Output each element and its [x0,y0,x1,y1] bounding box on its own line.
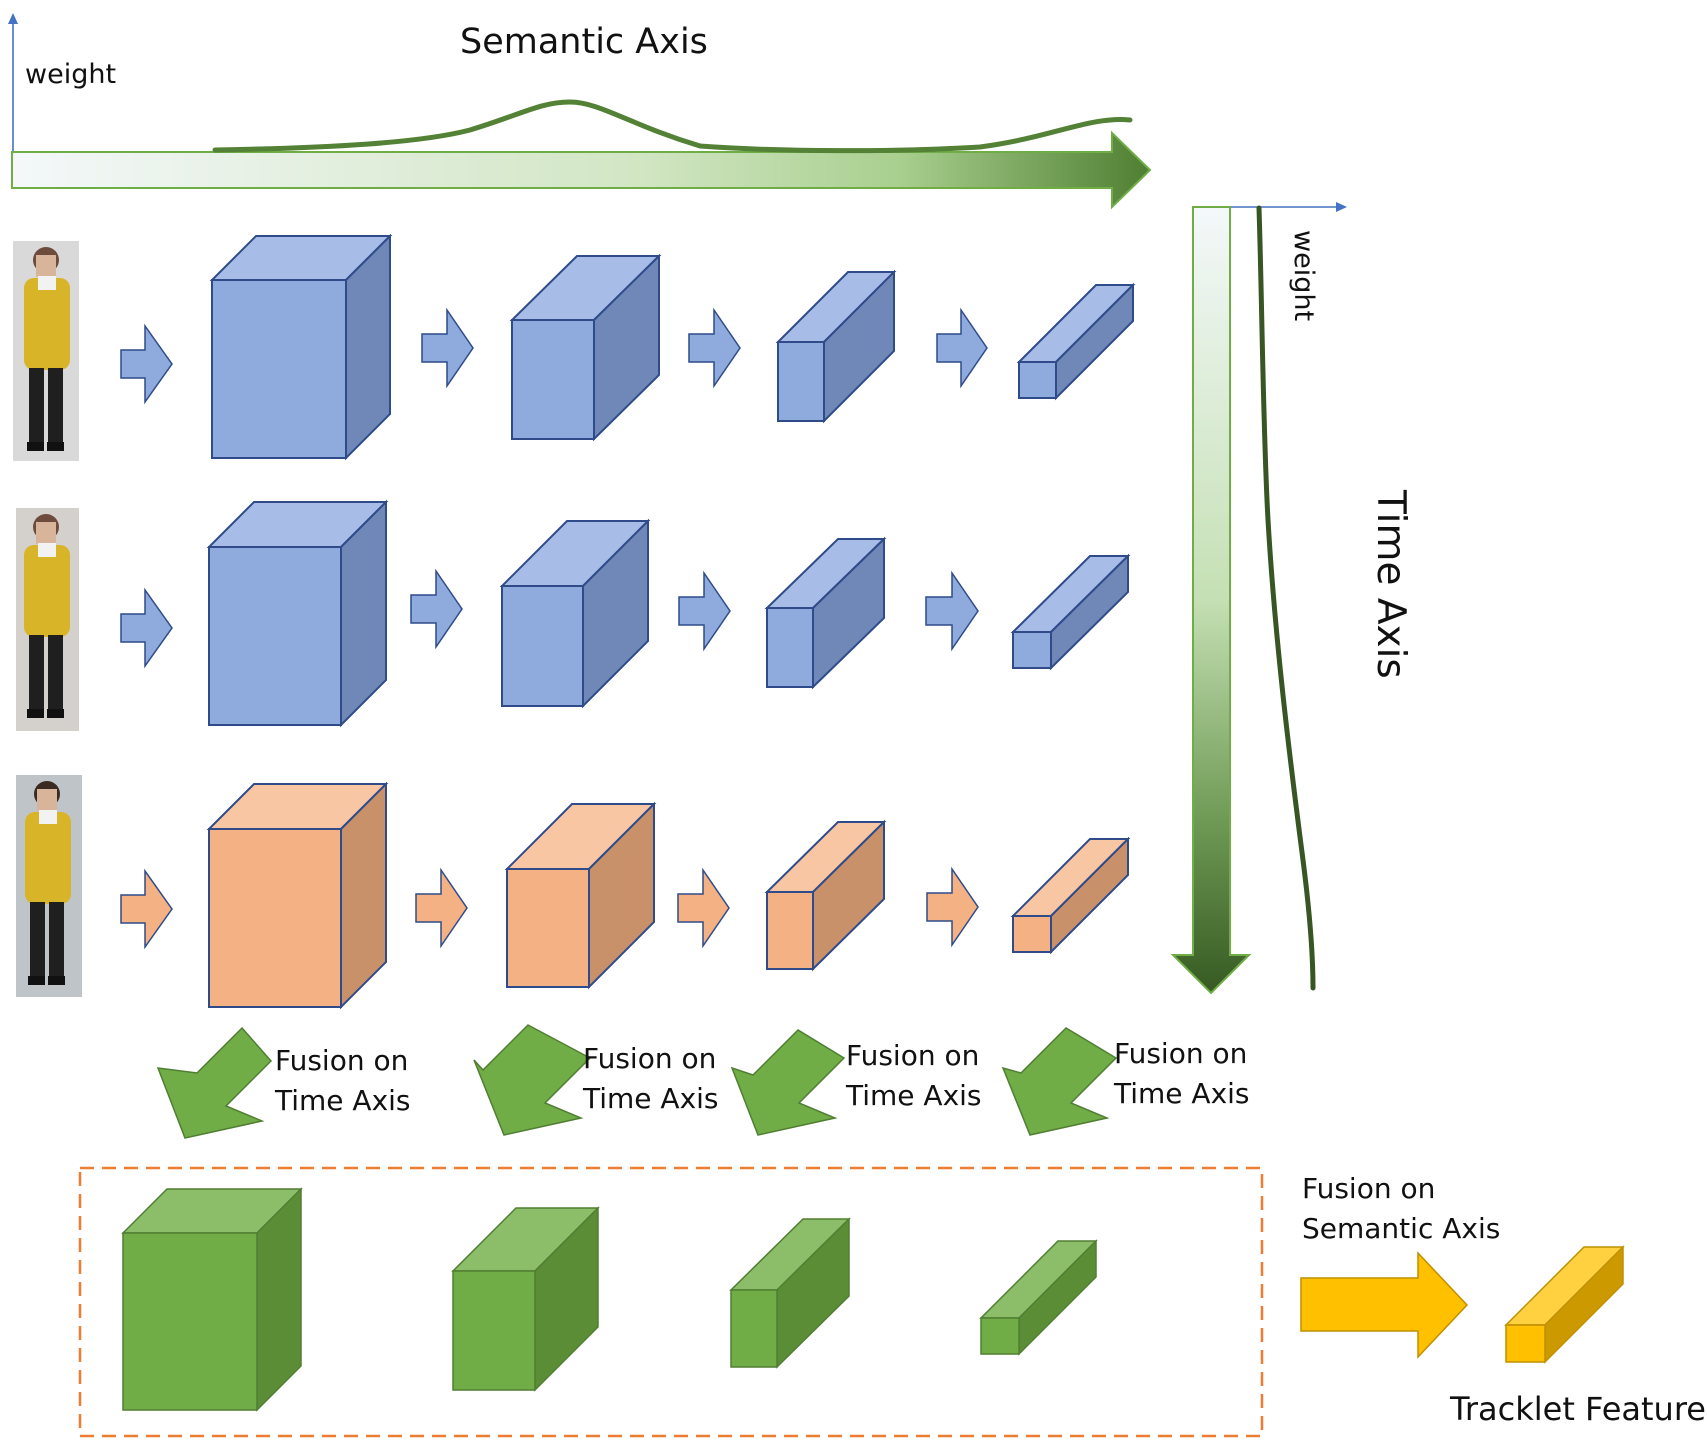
semantic-fusion: Fusion on Semantic Axis Tracklet Feature [1300,1172,1706,1428]
tracklet-feature-block [1504,1245,1625,1364]
feature-block-tiny [1010,836,1131,955]
frame-row [13,233,1136,461]
flow-arrow [120,323,173,405]
fusion-time-label: Fusion on [846,1039,979,1072]
time-weight-label: weight [1288,230,1319,321]
semantic-fusion-arrow [1300,1251,1469,1359]
fusion-time-label: Time Axis [274,1084,411,1117]
flow-arrow [677,867,730,949]
fused-block-small [729,1217,851,1369]
semantic-axis-arrow [11,130,1152,210]
feature-block-tiny [1016,282,1136,401]
fusion-time-label: Fusion on [275,1044,408,1077]
semantic-weight-label: weight [25,59,116,90]
flow-arrow [936,307,988,389]
fused-features-group [78,1166,1264,1438]
time-axis: weight Time Axis [1170,202,1413,995]
flow-arrow [421,307,474,389]
time-axis-label: Time Axis [1368,489,1413,679]
time-weight-curve [1256,205,1316,991]
fused-block-tiny [979,1239,1098,1356]
person-image [16,508,79,731]
feature-block-large [206,499,389,728]
time-weight-axis-arrowhead [1336,202,1347,212]
flow-arrow [415,867,468,949]
frame-row [16,775,1131,1010]
feature-block-large [206,781,389,1010]
feature-block-small [764,536,887,690]
frame-row [16,499,1131,731]
feature-block-large [209,233,393,461]
fusion-arrow-down-left [1001,1027,1118,1136]
feature-block-tiny [1010,553,1131,671]
fusion-time-label: Time Axis [1113,1077,1250,1110]
time-axis-arrow [1170,206,1252,995]
feature-block-small [775,269,897,424]
frames [13,233,1136,1010]
semantic-axis: weight Semantic Axis [8,13,1152,210]
fusion-time-label: Time Axis [582,1082,719,1115]
semantic-weight-curve [212,99,1133,154]
feature-block-small [764,819,887,972]
fused-block-medium [451,1206,600,1392]
flow-arrow [120,587,173,669]
fusion-semantic-label: Fusion on [1302,1172,1435,1205]
tracklet-feature-label: Tracklet Feature [1449,1390,1706,1428]
fused-block-large [121,1187,303,1412]
fusion-arrow-down-left [730,1029,846,1136]
feature-block-medium [504,801,657,990]
flow-arrow [688,307,741,389]
person-image [13,241,79,461]
fusion-time-label: Fusion on [1114,1037,1247,1070]
flow-arrow [926,866,979,948]
time-fusion-arrows: Fusion on Time Axis Fusion on Time Axis … [156,1024,1250,1139]
fusion-arrow-down-left [156,1026,273,1139]
fusion-semantic-label: Semantic Axis [1302,1212,1500,1245]
flow-arrow [410,568,463,650]
feature-block-medium [499,518,651,709]
feature-block-medium [509,253,662,442]
semantic-axis-title: Semantic Axis [460,22,708,62]
fusion-time-label: Time Axis [845,1079,982,1112]
person-image [16,775,82,997]
flow-arrow [120,868,173,950]
weight-axis-arrowhead [8,13,18,24]
fusion-time-label: Fusion on [583,1042,716,1075]
flow-arrow [678,570,731,652]
fusion-arrow-down-left [473,1024,592,1136]
flow-arrow [925,570,979,652]
